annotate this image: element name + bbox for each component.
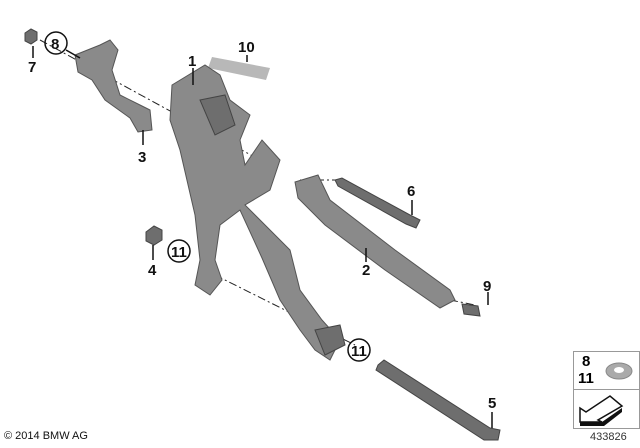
callout-circle-11 [347, 338, 371, 362]
nut-part-4 [145, 225, 163, 246]
callout-11[interactable]: 11 [351, 343, 367, 360]
callout-8[interactable]: 8 [51, 36, 59, 53]
callout-2[interactable]: 2 [362, 262, 370, 279]
callout-circle-11 [167, 239, 191, 263]
callout-4[interactable]: 4 [148, 262, 157, 279]
copyright: © 2014 BMW AG [4, 430, 88, 442]
bolt-part-6 [334, 177, 421, 229]
diagram-number: 433826 [590, 431, 627, 443]
callout-1[interactable]: 1 [188, 53, 196, 70]
bolt-part-9 [461, 303, 481, 317]
arrow-icon [579, 395, 624, 426]
callout-11[interactable]: 11 [171, 244, 187, 261]
bracket-part-3 [74, 39, 153, 133]
legend-item-11: 11 [578, 370, 594, 387]
callout-5[interactable]: 5 [488, 395, 496, 412]
callout-circle-8 [44, 31, 68, 55]
legend-box: 8 11 [573, 351, 640, 429]
washer-icon [605, 362, 633, 380]
tube-part-2 [294, 174, 456, 309]
legend-item-8: 8 [582, 353, 591, 370]
callout-10[interactable]: 10 [238, 39, 255, 56]
callout-6[interactable]: 6 [407, 183, 415, 200]
pad-part-10 [208, 57, 270, 80]
bolt-part-5 [375, 359, 501, 441]
nut-part-7 [24, 28, 38, 45]
frame-part-1 [169, 64, 346, 361]
callout-9[interactable]: 9 [483, 278, 491, 295]
callout-3[interactable]: 3 [138, 149, 146, 166]
callout-7[interactable]: 7 [28, 59, 36, 76]
